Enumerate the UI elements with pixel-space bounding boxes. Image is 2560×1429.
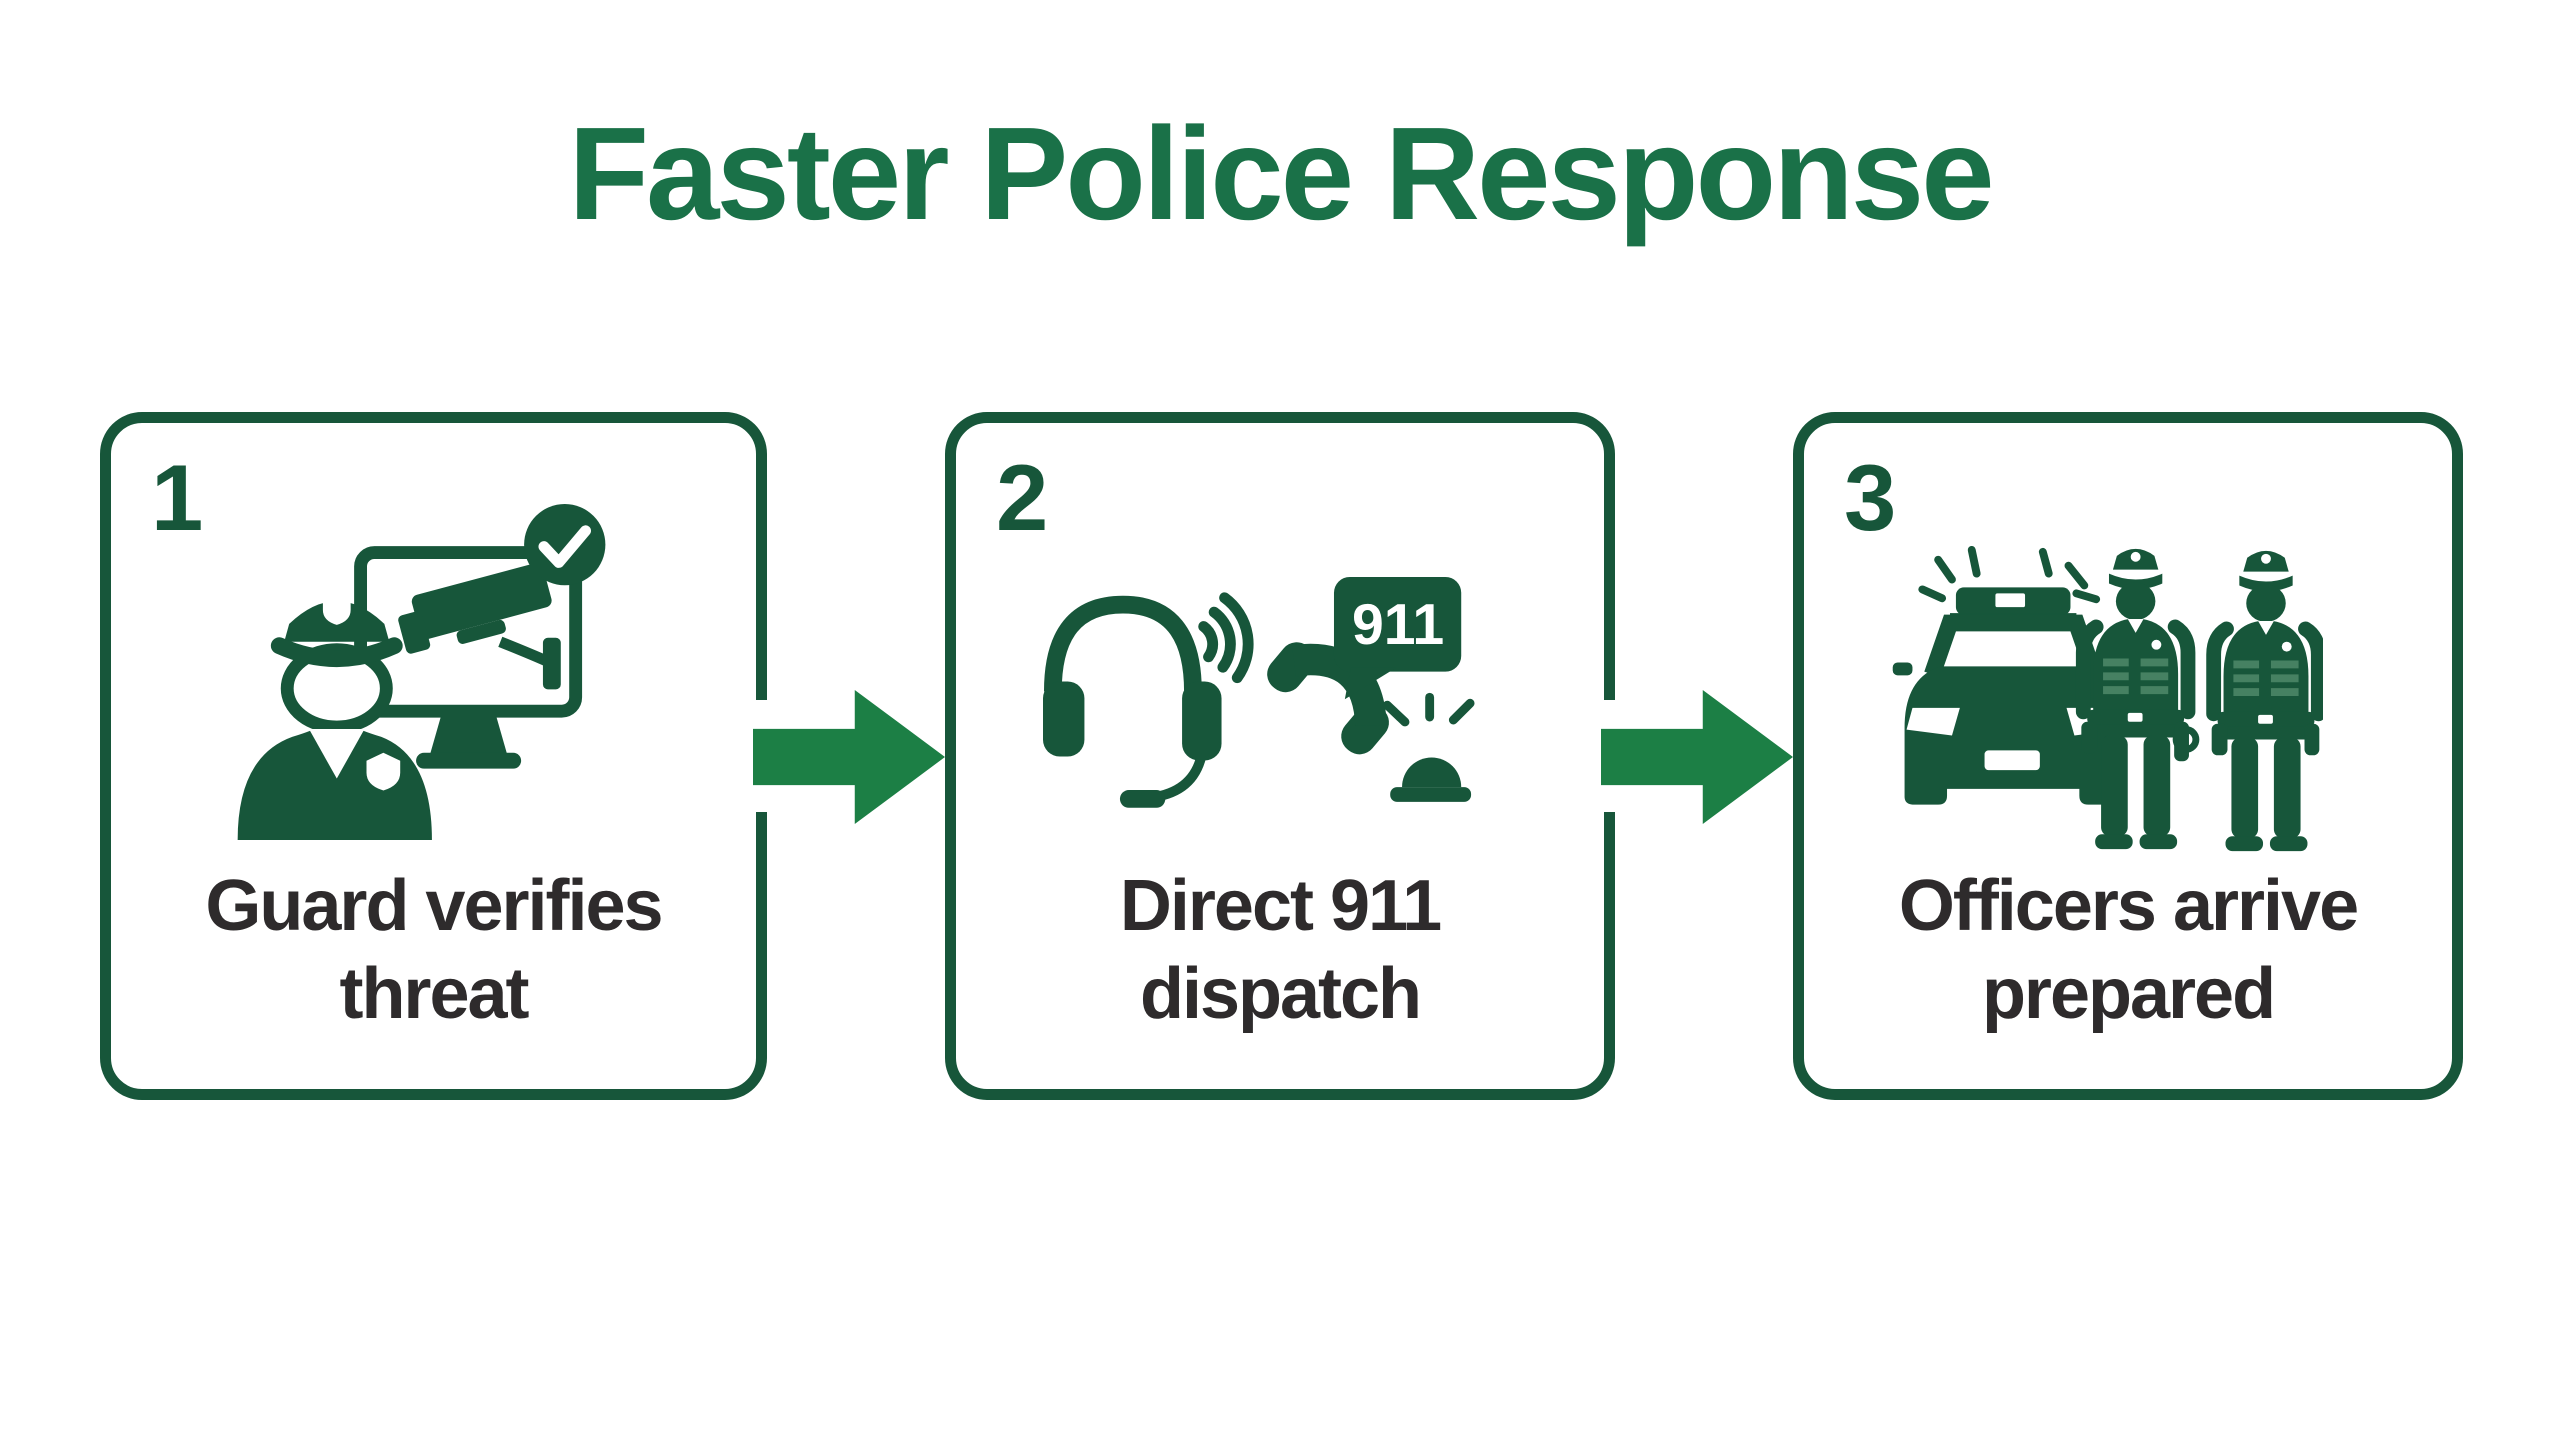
step-label-3: Officers arrive prepared bbox=[1898, 866, 2359, 1035]
step-number-2: 2 bbox=[996, 445, 1048, 550]
police-officer-icon bbox=[2075, 548, 2200, 850]
check-circle-icon bbox=[524, 503, 606, 586]
siren-icon bbox=[1382, 692, 1475, 802]
step-number-3: 3 bbox=[1844, 445, 1896, 550]
headset-icon bbox=[1043, 595, 1222, 808]
cctv-camera-icon bbox=[398, 562, 561, 690]
speech-bubble-911-icon: 911 bbox=[1333, 576, 1462, 700]
arrow-right-icon bbox=[1601, 690, 1793, 824]
page-title: Faster Police Response bbox=[568, 100, 1994, 247]
step-label-2: Direct 911 dispatch bbox=[1119, 866, 1442, 1035]
step-box-3: 3 bbox=[1793, 412, 2463, 1100]
step-number-1: 1 bbox=[151, 445, 203, 550]
arrow-right-icon bbox=[753, 690, 945, 824]
step-box-2: 2 bbox=[945, 412, 1615, 1100]
guard-verifies-illustration bbox=[237, 503, 610, 840]
step-label-1: Guard verifies threat bbox=[205, 866, 663, 1035]
dispatch-illustration: 911 bbox=[1043, 553, 1477, 815]
security-guard-icon bbox=[237, 594, 432, 840]
sound-waves-icon bbox=[1198, 592, 1254, 684]
police-officer-icon bbox=[2206, 550, 2323, 852]
badge-911-text: 911 bbox=[1352, 593, 1444, 657]
officers-arrive-illustration bbox=[1892, 542, 2323, 858]
step-box-1: 1 bbox=[100, 412, 767, 1100]
